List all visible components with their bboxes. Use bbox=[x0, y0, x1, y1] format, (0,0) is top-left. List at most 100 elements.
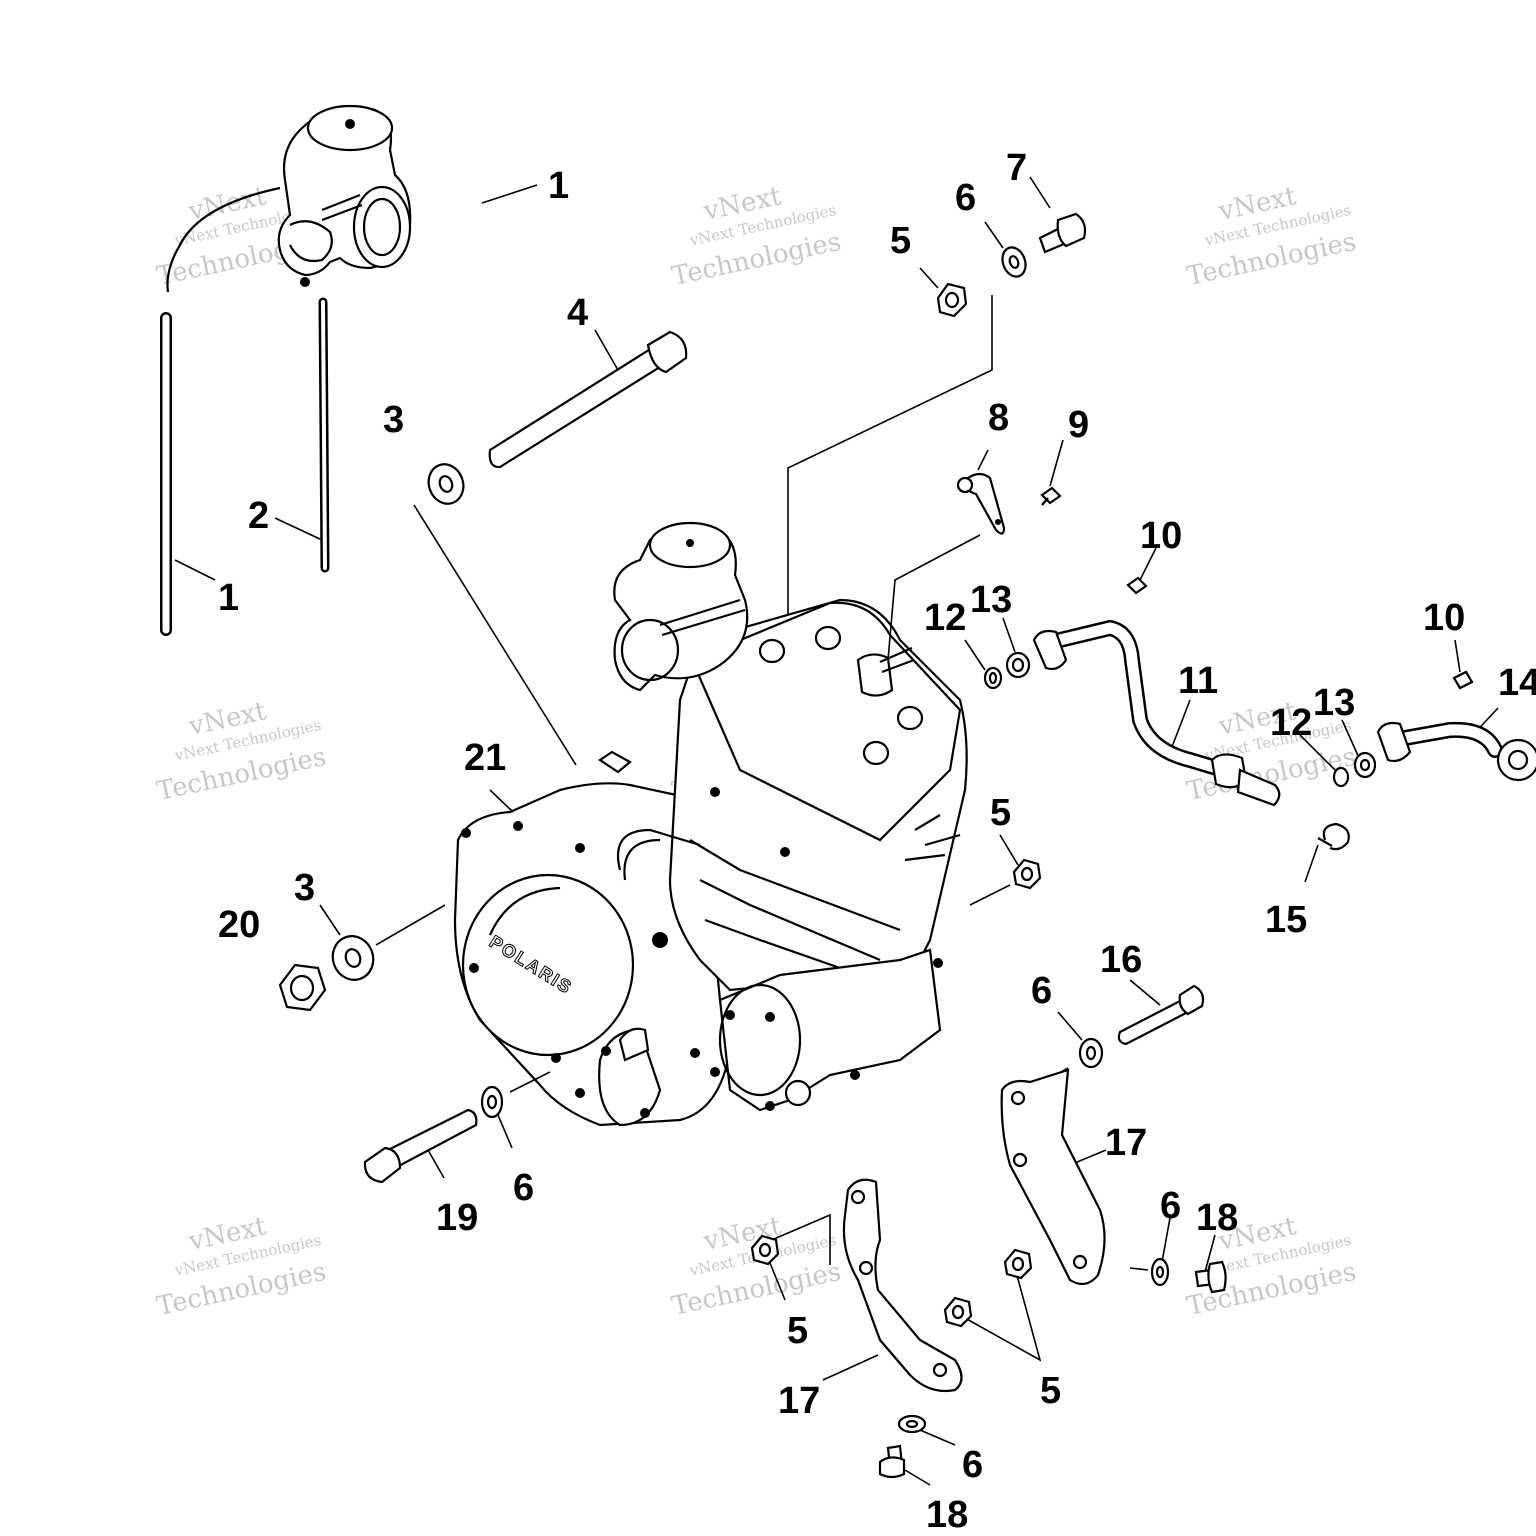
head-fitting bbox=[856, 653, 894, 697]
leader-17-lower bbox=[822, 1354, 879, 1381]
bolt-19-head bbox=[363, 1146, 402, 1184]
leader-5-6-7-group bbox=[787, 295, 993, 615]
nut-5-lower-left bbox=[750, 1234, 780, 1266]
engine-assembly: POLARIS bbox=[453, 521, 968, 1127]
callout-10-right: 10 bbox=[1423, 597, 1465, 639]
callout-1-upper: 1 bbox=[548, 165, 569, 207]
watermark-top-right: vNext Technologies vNext Technologies bbox=[1184, 181, 1359, 292]
engine-carburetor-linkage bbox=[659, 598, 746, 637]
callout-labels: 1 1 2 3 3 4 5 5 5 5 6 6 6 6 6 7 8 9 10 1… bbox=[218, 147, 1536, 1536]
leader-13-left bbox=[1002, 617, 1016, 653]
nut-5-lower-right-a bbox=[1003, 1248, 1033, 1280]
screw-9 bbox=[1040, 486, 1062, 506]
head-fitting-stud bbox=[879, 646, 915, 674]
engine-right-studs bbox=[904, 814, 961, 862]
leader-10-left bbox=[1139, 547, 1157, 581]
oil-line-11-end bbox=[1236, 768, 1281, 807]
watermark-top-center: vNext Technologies vNext Technologies bbox=[669, 181, 844, 292]
leader-1-lower bbox=[174, 559, 216, 581]
bolt-19-shank bbox=[386, 1108, 478, 1170]
leader-6-to-engine bbox=[509, 1071, 551, 1093]
washer-6-top bbox=[1001, 246, 1027, 278]
carburetor-intake-bore bbox=[352, 185, 412, 269]
head-bolt-3 bbox=[896, 705, 924, 731]
callout-7: 7 bbox=[1006, 147, 1027, 189]
callout-5-lower-left: 5 bbox=[787, 1310, 808, 1352]
bolt-4-head bbox=[646, 330, 688, 374]
bolt-16 bbox=[1117, 984, 1205, 1046]
hose-1-upper bbox=[401, 106, 476, 347]
leader-12-left bbox=[964, 639, 986, 671]
callout-3-lower: 3 bbox=[294, 867, 315, 909]
washer-6-bottom bbox=[897, 1414, 927, 1434]
leader-12-right bbox=[1299, 734, 1336, 771]
cooling-pipe bbox=[616, 828, 701, 881]
callout-1-lower: 1 bbox=[218, 577, 239, 619]
leader-6-18-right bbox=[1129, 1267, 1149, 1271]
washer-12-left bbox=[983, 666, 1003, 690]
head-bolt-2 bbox=[814, 625, 842, 651]
leader-10-right bbox=[1454, 639, 1461, 673]
callout-18-bottom: 18 bbox=[926, 1494, 968, 1536]
washer-13-right bbox=[1353, 751, 1377, 779]
cylinder-head-cover bbox=[690, 601, 962, 842]
bolt-4 bbox=[488, 330, 688, 469]
leader-11 bbox=[1169, 699, 1191, 753]
callout-13-right: 13 bbox=[1313, 682, 1355, 724]
oil-line-14-banjo bbox=[1376, 721, 1412, 763]
callout-13-left: 13 bbox=[970, 579, 1012, 621]
leader-5-lower-right bbox=[964, 1267, 1042, 1362]
callout-11: 11 bbox=[1178, 660, 1218, 702]
washer-6-lower-right bbox=[1150, 1257, 1170, 1287]
leader-16 bbox=[1129, 979, 1161, 1006]
oil-line-14 bbox=[1376, 721, 1536, 782]
bolt-18-bottom bbox=[878, 1444, 906, 1479]
callout-9: 9 bbox=[1068, 404, 1089, 446]
callout-4: 4 bbox=[567, 292, 588, 334]
leader-4 bbox=[594, 329, 619, 371]
leader-18-bottom bbox=[904, 1469, 931, 1486]
stator-cover bbox=[461, 873, 635, 1057]
nut-20 bbox=[278, 963, 327, 1012]
water-pump-outlet bbox=[618, 1027, 650, 1062]
bolt-7 bbox=[1038, 212, 1087, 254]
leader-9 bbox=[1049, 439, 1064, 487]
washer-12-right bbox=[1332, 766, 1350, 788]
leader-18-right bbox=[1204, 1234, 1216, 1273]
leader-2 bbox=[274, 517, 323, 541]
bracket-17-upper bbox=[1000, 1068, 1106, 1286]
callout-14: 14 bbox=[1498, 662, 1536, 704]
clamp-15 bbox=[1317, 822, 1350, 851]
washer-3-lower bbox=[331, 935, 375, 981]
callout-2: 2 bbox=[248, 495, 269, 537]
callout-6-lower-right: 6 bbox=[1160, 1185, 1181, 1227]
leader-5-to-bracket bbox=[759, 1213, 831, 1265]
screw-10-right bbox=[1452, 670, 1474, 690]
head-bolt-1 bbox=[758, 638, 786, 664]
callout-5-lower-right: 5 bbox=[1040, 1370, 1061, 1412]
oil-line-11-banjo bbox=[1032, 629, 1068, 671]
nut-5-mid bbox=[1012, 858, 1042, 890]
callout-12-right: 12 bbox=[1270, 702, 1312, 744]
callout-19: 19 bbox=[436, 1197, 478, 1239]
leader-8 bbox=[977, 449, 989, 471]
engine-carburetor-bowl bbox=[620, 618, 680, 682]
leader-21 bbox=[489, 789, 514, 813]
callout-5-top: 5 bbox=[890, 220, 911, 262]
bolt-19 bbox=[363, 1108, 478, 1184]
leader-1-upper bbox=[481, 184, 538, 204]
leader-5-lower-left bbox=[767, 1257, 786, 1301]
leader-5-mid-to-engine bbox=[969, 884, 1011, 906]
leader-5-mid bbox=[999, 834, 1019, 866]
carburetor-linkage bbox=[321, 193, 363, 222]
bolt-18-right bbox=[1194, 1260, 1227, 1294]
callout-6-left: 6 bbox=[513, 1167, 534, 1209]
carburetor-assembly bbox=[160, 104, 477, 636]
carburetor-intake-inner bbox=[362, 197, 402, 257]
leader-13-right bbox=[1341, 719, 1361, 761]
callout-15: 15 bbox=[1265, 899, 1307, 941]
callout-6-bottom: 6 bbox=[962, 1444, 983, 1486]
carburetor-drain bbox=[300, 277, 310, 287]
